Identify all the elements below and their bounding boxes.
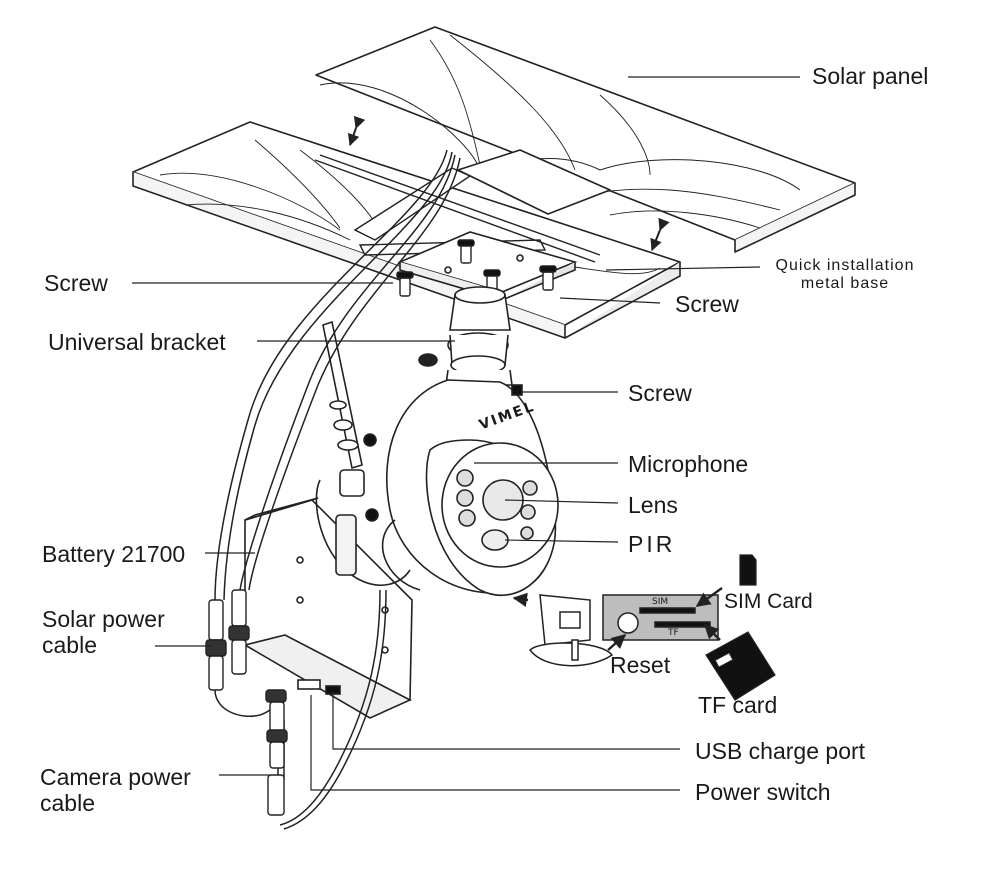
label-camera-cable-line2: cable <box>40 790 95 817</box>
label-solar-cable-line2: cable <box>42 632 97 659</box>
label-camera-cable-line1: Camera power <box>40 764 191 790</box>
leader-lines <box>132 76 800 791</box>
label-quick-install-line2: metal base <box>800 275 890 293</box>
adjust-arrows <box>347 115 670 252</box>
label-universal-bracket: Universal bracket <box>48 329 226 355</box>
pointer-arrows <box>512 587 723 651</box>
label-solar-cable-line1: Solar power <box>42 606 165 632</box>
label-battery: Battery 21700 <box>42 541 186 567</box>
label-solar-panel: Solar panel <box>812 63 929 89</box>
label-camera-power-cable: Camera power cable <box>40 764 220 817</box>
label-screw-camera: Screw <box>628 380 692 406</box>
label-power-switch: Power switch <box>695 779 831 805</box>
solar-panel-back <box>315 26 856 253</box>
memory-cards <box>705 554 776 701</box>
slot-label-sim: SIM <box>652 597 669 607</box>
label-quick-install-line1: Quick installation <box>775 257 915 274</box>
label-screw-left: Screw <box>44 270 108 296</box>
slot-label-tf: TF <box>668 628 679 638</box>
label-sim-card: SIM Card <box>724 590 813 613</box>
label-lens: Lens <box>628 492 678 518</box>
label-solar-power-cable: Solar power cable <box>42 606 202 659</box>
base-screws <box>396 239 557 297</box>
antenna <box>322 320 379 522</box>
cable-connectors <box>205 589 288 816</box>
label-microphone: Microphone <box>628 451 749 477</box>
label-reset: Reset <box>610 652 671 678</box>
label-tf-card: TF card <box>698 692 778 718</box>
label-pir: PIR <box>628 531 676 557</box>
label-quick-installation-base: Quick installation metal base <box>764 257 926 294</box>
label-screw-right: Screw <box>675 291 739 317</box>
universal-bracket <box>418 286 513 386</box>
label-usb-charge-port: USB charge port <box>695 738 866 764</box>
